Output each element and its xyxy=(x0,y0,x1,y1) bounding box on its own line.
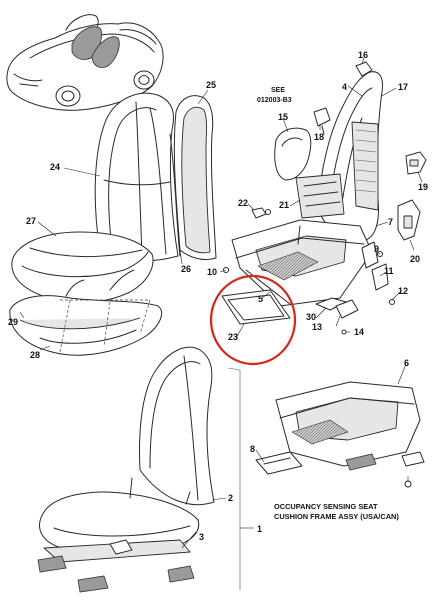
callout-15: 15 xyxy=(278,112,288,122)
callout-11: 11 xyxy=(384,266,394,276)
callout-14: 14 xyxy=(354,327,364,337)
callout-12: 12 xyxy=(398,286,408,296)
callout-5: 5 xyxy=(258,294,263,304)
callout-1: 1 xyxy=(257,524,262,534)
callout-numbers: 1 2 3 4 5 6 7 8 9 10 11 12 13 14 15 16 1… xyxy=(8,50,428,542)
seat-cushion-base xyxy=(9,295,162,356)
callout-17: 17 xyxy=(398,82,408,92)
highlight-ring xyxy=(209,274,297,366)
occupancy-cushion-frame xyxy=(255,381,425,488)
assembly-caption: OCCUPANCY SENSING SEAT CUSHION FRAME ASS… xyxy=(274,502,399,521)
headrest-module xyxy=(274,127,312,181)
car-illustration xyxy=(6,14,164,111)
reference-see: SEE xyxy=(271,87,285,94)
callout-8: 8 xyxy=(250,444,255,454)
callout-19: 19 xyxy=(418,182,428,192)
occupancy-sensor-pad xyxy=(209,274,297,366)
seat-back-cover xyxy=(94,92,179,262)
reference-code: 012003-B3 xyxy=(257,97,292,104)
callout-27: 27 xyxy=(26,216,36,226)
caption-line-1: OCCUPANCY SENSING SEAT xyxy=(274,502,378,511)
callout-22: 22 xyxy=(238,198,248,208)
complete-seat-assembly xyxy=(37,346,241,593)
recliner-motor-parts xyxy=(251,107,427,241)
callout-26: 26 xyxy=(181,264,191,274)
callout-20: 20 xyxy=(410,254,420,264)
callout-24: 24 xyxy=(50,162,60,172)
callout-28: 28 xyxy=(30,350,40,360)
callout-7: 7 xyxy=(388,217,393,227)
callout-4: 4 xyxy=(342,82,347,92)
callout-30: 30 xyxy=(306,312,316,322)
callout-25: 25 xyxy=(206,80,216,90)
callout-16: 16 xyxy=(358,50,368,60)
callout-6: 6 xyxy=(404,358,409,368)
leader-lines xyxy=(19,57,423,549)
reference-note: SEE 012003-B3 xyxy=(257,87,292,104)
seat-back-panel xyxy=(169,95,217,261)
callout-18: 18 xyxy=(314,132,324,142)
callout-10: 10 xyxy=(207,267,217,277)
callout-3: 3 xyxy=(199,532,204,542)
cushion-frame xyxy=(223,173,395,335)
callout-13: 13 xyxy=(312,322,322,332)
seat-cushion-cover xyxy=(11,231,154,304)
callout-23: 23 xyxy=(228,332,238,342)
callout-21: 21 xyxy=(279,200,289,210)
callout-9: 9 xyxy=(374,244,379,254)
caption-line-2: CUSHION FRAME ASSY (USA/CAN) xyxy=(274,512,399,521)
callout-2: 2 xyxy=(228,493,233,503)
callout-29: 29 xyxy=(8,317,18,327)
